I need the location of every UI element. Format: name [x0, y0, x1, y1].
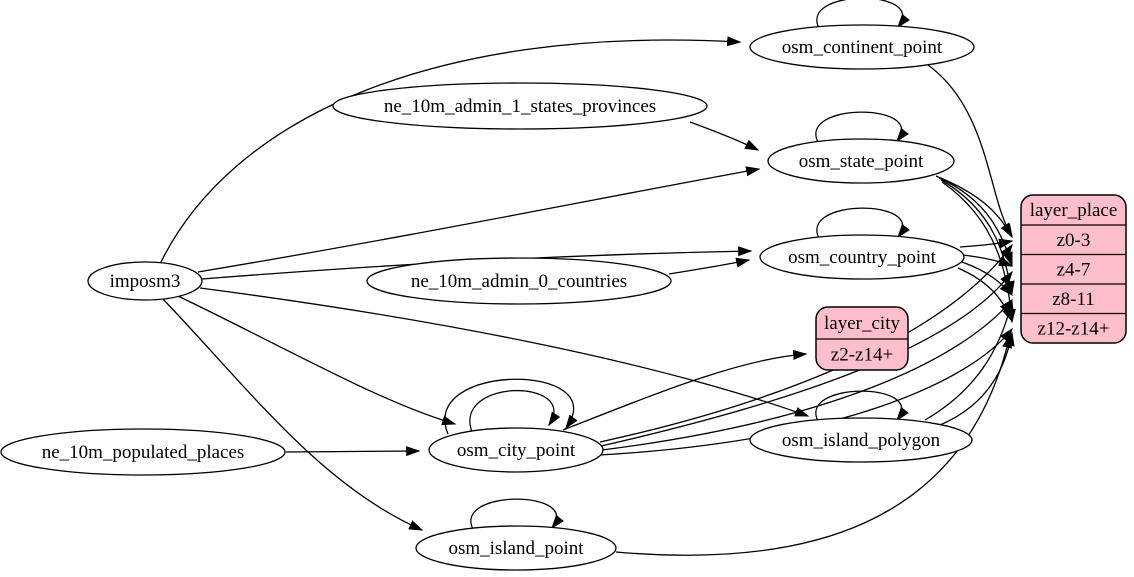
- node-osm_island_point: [415, 525, 617, 571]
- edge-imposm3-to-osm_state_point: [197, 166, 761, 273]
- node-ne_10m_admin_1_states_provinces: [332, 82, 708, 130]
- node-label-imposm3: imposm3: [110, 271, 181, 292]
- node-label-osm_country_point: osm_country_point: [788, 247, 936, 268]
- edge-imposm3-to-osm_island_point: [161, 297, 424, 531]
- edges-layer: [159, 0, 1016, 556]
- self-loop-osm_continent_point: [816, 0, 910, 31]
- edge-osm_country_point-to-layer_place:z0-3: [959, 238, 1014, 249]
- record-row-layer_place-z8-11: z8-11: [1052, 289, 1095, 310]
- record-row-layer_place-z4-7: z4-7: [1057, 259, 1091, 280]
- node-label-ne_10m_admin_1_states_provinces: ne_10m_admin_1_states_provinces: [384, 96, 656, 117]
- edge-osm_city_point-to-layer_place:z8-11: [601, 298, 1013, 451]
- edge-imposm3-to-osm_continent_point: [159, 36, 742, 265]
- self-loop-osm_island_polygon: [815, 390, 909, 424]
- node-osm_state_point: [767, 138, 955, 184]
- edge-osm_country_point-to-layer_place:z12-z14+: [957, 267, 1013, 323]
- edge-osm_country_point-to-layer_place:z8-11: [961, 261, 1013, 297]
- record-row-layer_place-z0-3: z0-3: [1057, 230, 1091, 251]
- edge-osm_continent_point-to-layer_place:z0-3: [927, 64, 1013, 238]
- edge-osm_city_point-to-layer_place:z12-z14+: [599, 327, 1013, 456]
- node-ne_10m_populated_places: [0, 428, 286, 476]
- node-imposm3: [87, 261, 203, 301]
- record-title-layer_city: layer_city: [824, 313, 900, 334]
- edge-osm_island_polygon-to-layer_place:z12-z14+: [939, 331, 1015, 426]
- node-label-ne_10m_admin_0_countries: ne_10m_admin_0_countries: [411, 271, 627, 292]
- node-label-osm_continent_point: osm_continent_point: [782, 37, 943, 58]
- node-label-ne_10m_populated_places: ne_10m_populated_places: [42, 442, 245, 463]
- node-osm_continent_point: [749, 24, 975, 70]
- nodes-layer: imposm3 ne_10m_admin_1_states_provincesne…: [0, 24, 975, 571]
- node-label-osm_state_point: osm_state_point: [799, 151, 924, 172]
- node-osm_city_point: [428, 427, 604, 473]
- edge-osm_island_polygon-to-layer_place:z8-11: [924, 299, 1014, 421]
- edge-osm_city_point-to-layer_city:z2-z14+: [562, 349, 808, 431]
- edge-imposm3-to-osm_island_polygon: [199, 287, 810, 417]
- edge-osm_country_point-to-layer_place:z4-7: [962, 254, 1014, 267]
- record-layer_place: [1020, 194, 1127, 344]
- self-loop-osm_country_point: [816, 207, 910, 241]
- node-label-osm_island_point: osm_island_point: [448, 538, 584, 559]
- self-loop-osm_city_point: [444, 378, 578, 435]
- record-row-layer_place-z12-z14+: z12-z14+: [1038, 318, 1110, 339]
- node-osm_country_point: [759, 234, 965, 280]
- records-layer: layer_city z2-z14+ layer_place z0-3 z4-7 z8-1…: [815, 194, 1127, 371]
- self-loop-osm_island_point: [470, 498, 564, 532]
- edge-ne_10m_populated_places-to-osm_city_point: [285, 446, 421, 457]
- self-loop-osm_state_point: [815, 111, 909, 145]
- self-loop-osm_city_point: [469, 389, 561, 433]
- edge-ne_10m_admin_1_states_provinces-to-osm_state_point: [689, 121, 760, 151]
- record-title-layer_place: layer_place: [1030, 200, 1118, 221]
- node-osm_island_polygon: [749, 417, 973, 463]
- record-row-layer_city-z2-z14+: z2-z14+: [831, 345, 893, 366]
- edge-ne_10m_admin_0_countries-to-osm_country_point: [668, 257, 751, 275]
- edge-osm_island_point-to-layer_place:z12-z14+: [615, 333, 1012, 556]
- edge-imposm3-to-osm_city_point: [177, 295, 457, 426]
- node-label-osm_island_polygon: osm_island_polygon: [782, 430, 941, 451]
- edge-osm_state_point-to-layer_place:z0-3: [935, 175, 1013, 239]
- node-ne_10m_admin_0_countries: [366, 257, 672, 305]
- node-label-osm_city_point: osm_city_point: [457, 440, 576, 461]
